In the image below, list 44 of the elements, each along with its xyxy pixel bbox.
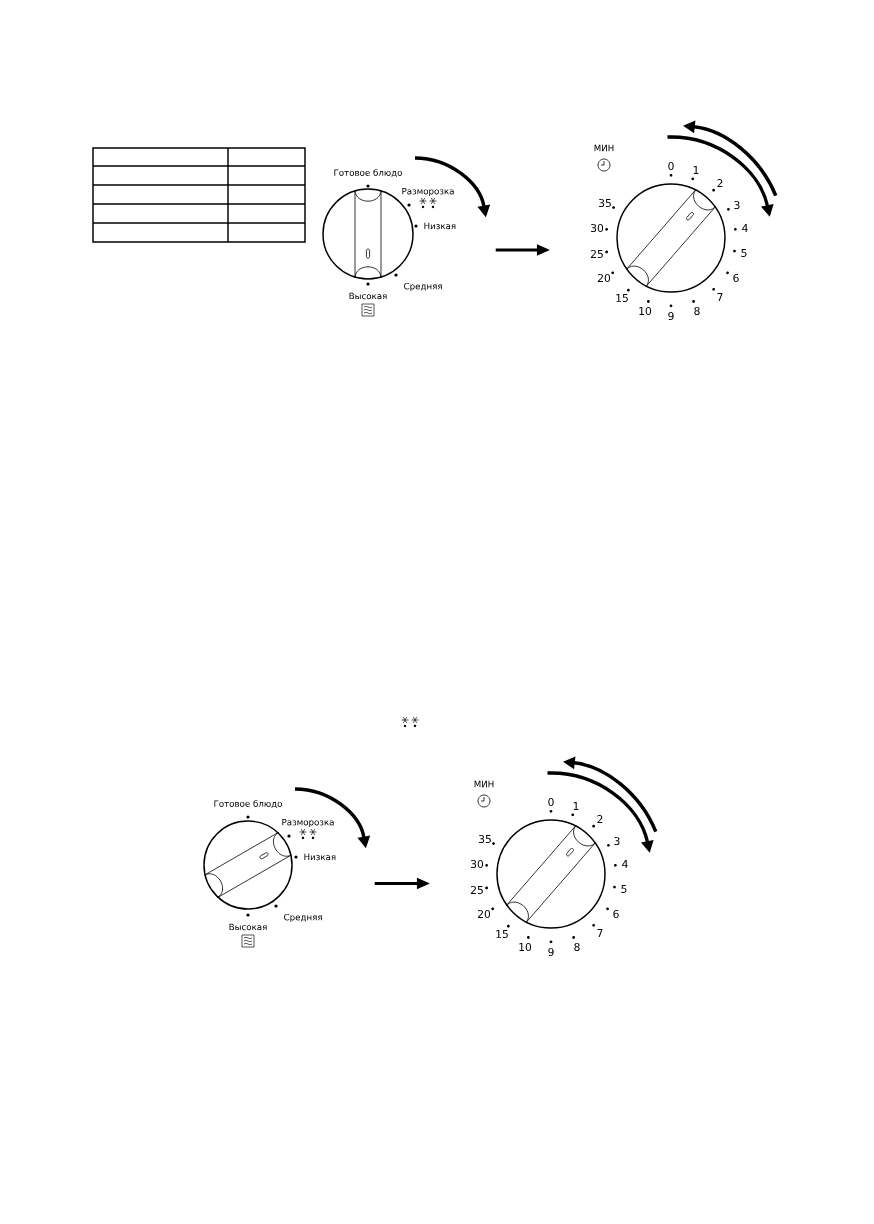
scale-number: 9 [548,947,554,957]
dial-label: Средняя [404,282,442,292]
dial-label: Высокая [229,923,267,931]
scale-number: 10 [519,942,532,952]
scale-number: 15 [496,930,508,938]
scale-number: 35 [479,834,491,844]
dial-label: Разморозка [402,187,454,197]
dial-label: Готовое блюдо [334,169,402,177]
unit-label: МИН [474,780,494,788]
scale-number: 25 [471,885,483,895]
scale-number: 4 [622,860,628,868]
scale-number: 35 [599,198,611,208]
scale-number: 10 [639,306,652,316]
dial-label: Высокая [349,292,387,300]
scale-number: 8 [574,942,580,952]
scale-number: 7 [717,293,723,301]
scale-number: 0 [668,161,674,171]
scale-number: 30 [471,859,484,869]
scale-number: 15 [616,294,628,302]
scale-number: 20 [478,909,491,919]
dial-label: Готовое блюдо [214,800,282,808]
unit-label: МИН [594,144,614,152]
scale-number: 4 [742,224,748,232]
dial-label: Средняя [284,913,322,923]
scale-number: 25 [591,249,603,259]
scale-number: 5 [741,249,747,257]
scale-number: 6 [613,909,619,919]
scale-number: 20 [598,273,611,283]
scale-number: 3 [614,836,620,846]
dial-label: Разморозка [282,818,334,828]
dial-label: Низкая [424,222,456,230]
scale-number: 9 [668,311,674,321]
scale-number: 2 [597,815,603,823]
dial-label: Низкая [304,853,336,861]
scale-number: 1 [573,802,579,810]
scale-number: 2 [717,179,723,187]
scale-number: 0 [548,797,554,807]
scale-number: 8 [694,306,700,316]
scale-number: 1 [693,166,699,174]
scale-number: 30 [591,223,604,233]
scale-number: 7 [597,929,603,937]
scale-number: 5 [621,885,627,893]
scale-number: 6 [733,273,739,283]
scale-number: 3 [734,200,740,210]
